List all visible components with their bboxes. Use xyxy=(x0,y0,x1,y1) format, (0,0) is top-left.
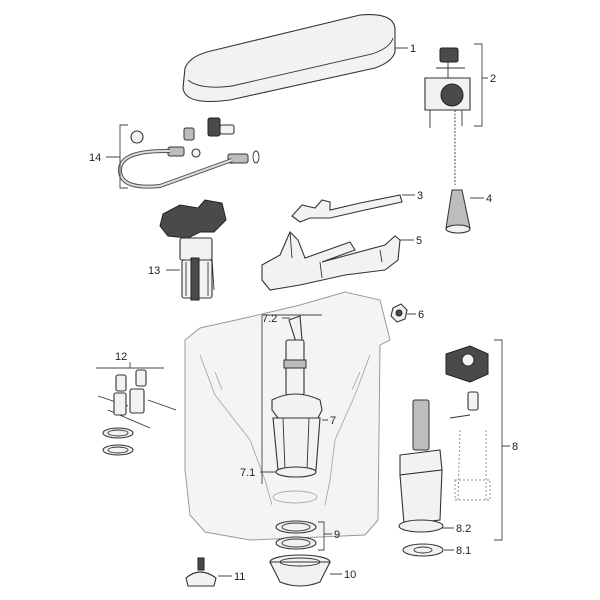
pull-weight xyxy=(445,189,471,234)
fill-valve xyxy=(159,199,227,301)
bracket-14 xyxy=(119,124,128,189)
bracket-8 xyxy=(494,339,503,541)
label-7: 7 xyxy=(330,415,336,427)
lever-rod xyxy=(291,194,403,223)
bracket-2 xyxy=(474,43,483,127)
bracket-9 xyxy=(318,521,325,551)
cone-washer xyxy=(269,554,331,587)
bracket-7 xyxy=(261,314,322,484)
label-5: 5 xyxy=(416,235,422,247)
label-11: 11 xyxy=(234,571,245,583)
nut xyxy=(390,303,408,323)
fixing-set xyxy=(97,369,177,456)
label-10: 10 xyxy=(344,569,356,581)
cistern-lid xyxy=(182,14,396,103)
label-4: 4 xyxy=(486,193,492,205)
label-8-2: 8.2 xyxy=(456,523,471,535)
gasket xyxy=(402,543,444,557)
seal-rings xyxy=(275,520,317,550)
label-2: 2 xyxy=(490,73,496,85)
label-7-2: 7.2 xyxy=(262,313,277,325)
label-12: 12 xyxy=(115,351,127,363)
label-1: 1 xyxy=(410,43,416,55)
mounting-frame xyxy=(261,231,401,291)
label-6: 6 xyxy=(418,309,424,321)
label-7-1: 7.1 xyxy=(240,467,255,479)
label-8-1: 8.1 xyxy=(456,545,471,557)
label-14: 14 xyxy=(89,152,101,164)
valve-assembly xyxy=(398,345,491,533)
flush-actuator xyxy=(424,47,471,185)
flush-valve xyxy=(271,315,323,478)
foot-plug xyxy=(185,557,217,587)
label-8: 8 xyxy=(512,441,518,453)
label-9: 9 xyxy=(334,529,340,541)
label-3: 3 xyxy=(417,190,423,202)
supply-hose-set xyxy=(117,117,260,189)
label-13: 13 xyxy=(148,265,160,277)
bracket-12 xyxy=(96,362,164,369)
